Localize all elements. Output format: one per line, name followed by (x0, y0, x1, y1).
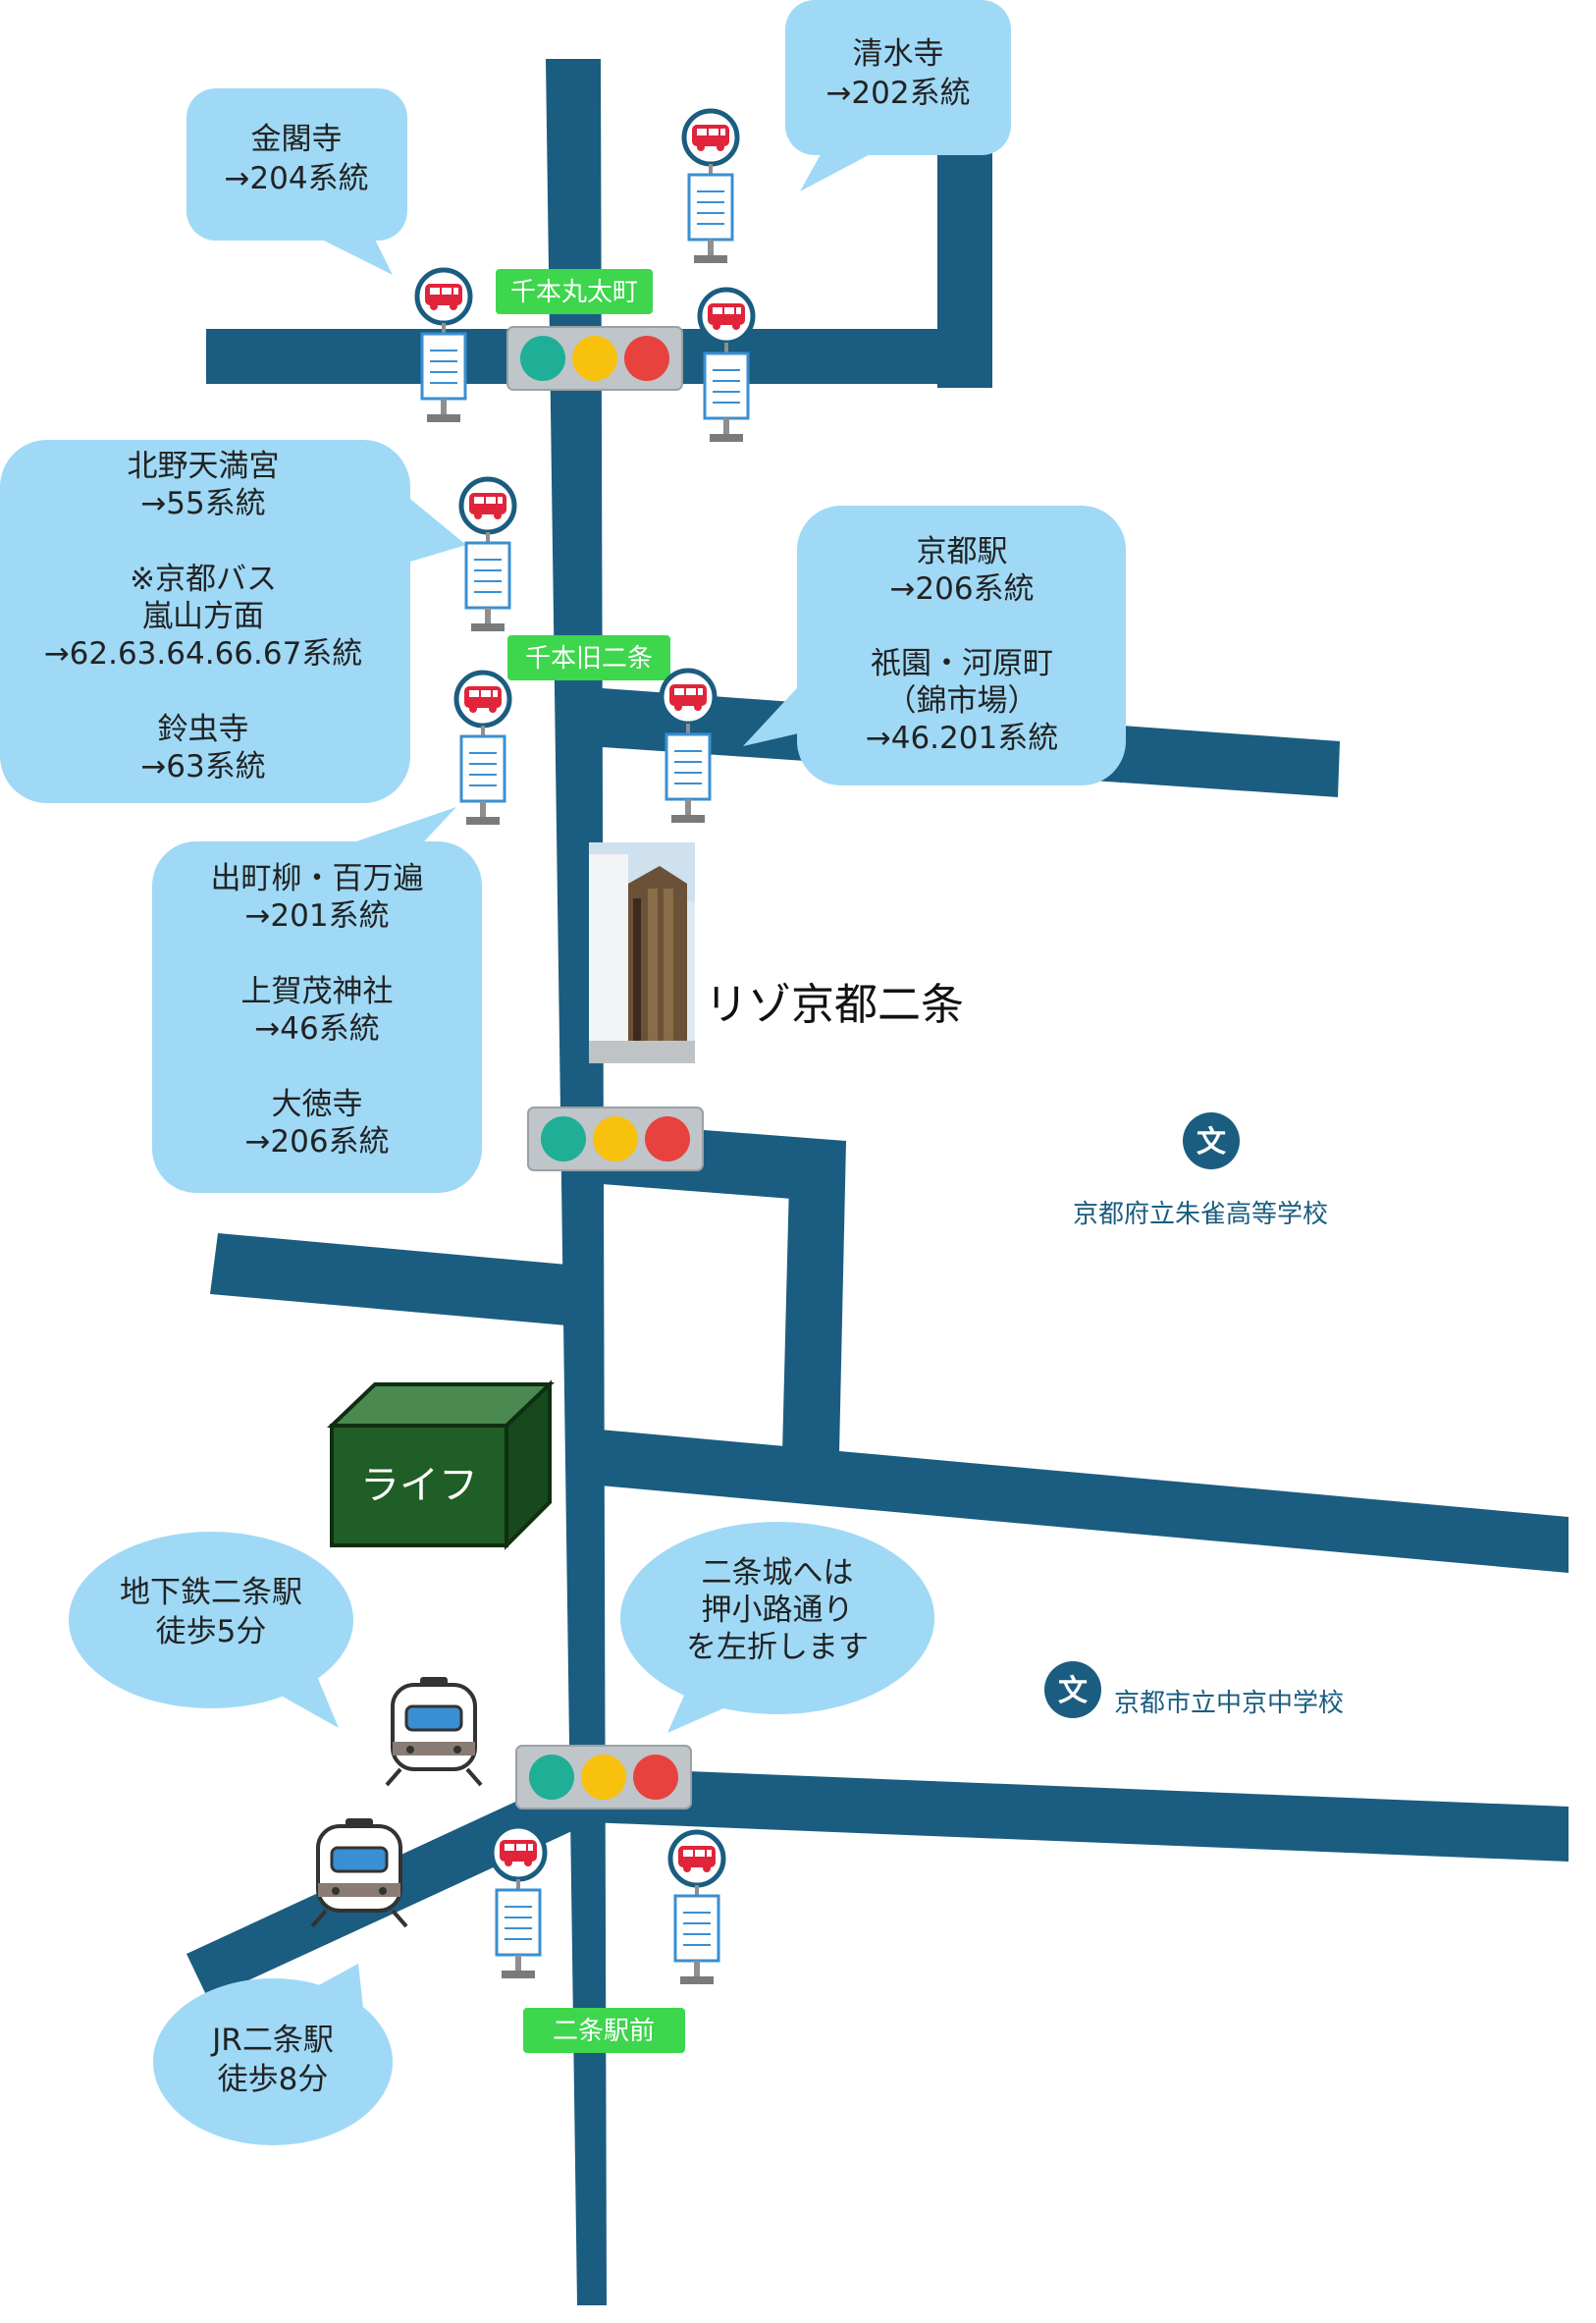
school-icon: 文 (1183, 1112, 1240, 1169)
bubble-kyoto-line6: →46.201系統 (866, 721, 1058, 756)
bubble-jr-line2: 徒歩8分 (218, 2062, 329, 2097)
stop-label-senbon-marutamachi: 千本丸太町 (496, 269, 653, 314)
bubble-kitano-line4: ※京都バス (130, 562, 277, 597)
bubble-kitano-line9: →63系統 (140, 749, 265, 784)
bus-stop-icon (700, 290, 753, 442)
bubble-demachi-line5: →46系統 (254, 1011, 379, 1047)
bus-stop-icon (461, 479, 514, 631)
bubble-kyoto-line1: 京都駅 (917, 534, 1008, 569)
bubble-kitano-line1: 北野天満宮 (128, 449, 280, 484)
bubble-subway: 地下鉄二条駅 徒歩5分 (69, 1532, 353, 1728)
road-senbon (546, 59, 607, 2305)
road-oshikoji-east (589, 1767, 1569, 1862)
train-icon (385, 1677, 483, 1787)
bubble-kitano: 北野天満宮 →55系統 ※京都バス 嵐山方面 →62.63.64.66.67系統… (0, 440, 466, 803)
bubble-kiyomizu-line1: 清水寺 (853, 36, 944, 72)
bubble-kinkakuji: 金閣寺 →204系統 (186, 88, 407, 275)
bubble-kyoto-line5: （錦市場） (886, 683, 1038, 719)
bubble-kyoto-line4: 祇園・河原町 (871, 646, 1053, 681)
road-marutamachi-east (937, 147, 992, 388)
traffic-light-icon (527, 1107, 704, 1171)
bus-stop-icon (417, 270, 470, 422)
road-lower-east-vertical (782, 1141, 846, 1453)
bubbles: 金閣寺 →204系統 清水寺 →202系統 北野天満宮 →55系統 ※京都バス … (0, 0, 1126, 2145)
bubble-kitano-line6: →62.63.64.66.67系統 (44, 636, 363, 672)
school-mark-suzaku: 文 (1197, 1125, 1226, 1160)
bus-stop-icon (662, 671, 715, 823)
bubble-nijojo-line3: を左折します (686, 1630, 869, 1665)
traffic-light-icon (506, 326, 683, 391)
bus-stop-icon (684, 111, 737, 263)
road-east-long (589, 1429, 1569, 1573)
bubble-kitano-line8: 鈴虫寺 (158, 712, 249, 747)
bubble-demachi-line2: →201系統 (244, 898, 389, 934)
bubble-kitano-line2: →55系統 (140, 486, 265, 521)
bubble-kinkakuji-line2: →204系統 (224, 161, 368, 196)
train-icon (310, 1818, 408, 1928)
bubble-kyoto-line2: →206系統 (889, 571, 1034, 607)
building-photo (589, 842, 695, 1063)
school-mark-chukyo: 文 (1058, 1674, 1088, 1708)
bubble-kiyomizu: 清水寺 →202系統 (785, 0, 1011, 191)
bubble-kinkakuji-line1: 金閣寺 (251, 122, 343, 157)
bubble-nijojo: 二条城へは 押小路通り を左折します (620, 1522, 934, 1733)
svg-text:千本旧二条: 千本旧二条 (525, 644, 653, 674)
svg-text:千本丸太町: 千本丸太町 (510, 278, 638, 307)
bus-stop-icon (456, 673, 509, 825)
bubble-jr: JR二条駅 徒歩8分 (153, 1964, 393, 2145)
traffic-light-icon (515, 1745, 692, 1810)
store-name: ライフ (360, 1463, 478, 1508)
bus-stop-icon (492, 1826, 545, 1978)
svg-text:二条駅前: 二条駅前 (553, 2017, 655, 2046)
road-west (210, 1233, 589, 1327)
bus-stop-icon (670, 1832, 723, 1984)
bubble-demachi-line1: 出町柳・百万遍 (211, 861, 424, 896)
school-name-suzaku: 京都府立朱雀高等学校 (1073, 1200, 1328, 1229)
hotel-name: リゾ京都二条 (705, 980, 964, 1030)
stop-label-senbon-kyunijo: 千本旧二条 (507, 635, 670, 680)
roads (186, 59, 1569, 2305)
bubble-jr-line1: JR二条駅 (210, 2023, 334, 2058)
stop-label-nijo-ekimae: 二条駅前 (523, 2008, 685, 2053)
store-building (327, 1379, 555, 1550)
bubble-nijojo-line1: 二条城へは (702, 1555, 854, 1591)
bubble-demachi-line7: 大徳寺 (272, 1087, 363, 1122)
bubble-nijojo-line2: 押小路通り (702, 1593, 854, 1628)
bubble-kitano-line5: 嵐山方面 (142, 599, 264, 634)
bubble-kiyomizu-line2: →202系統 (825, 76, 970, 111)
bubble-subway-line1: 地下鉄二条駅 (120, 1575, 302, 1610)
bubble-demachi-line4: 上賀茂神社 (241, 974, 394, 1009)
bubble-demachi-line8: →206系統 (244, 1124, 389, 1160)
school-icon: 文 (1044, 1661, 1101, 1718)
bubble-kyoto-station: 京都駅 →206系統 祇園・河原町 （錦市場） →46.201系統 (743, 506, 1126, 785)
bubble-subway-line2: 徒歩5分 (156, 1614, 267, 1649)
school-name-chukyo: 京都市立中京中学校 (1114, 1689, 1344, 1718)
bubble-demachi: 出町柳・百万遍 →201系統 上賀茂神社 →46系統 大徳寺 →206系統 (152, 807, 482, 1193)
